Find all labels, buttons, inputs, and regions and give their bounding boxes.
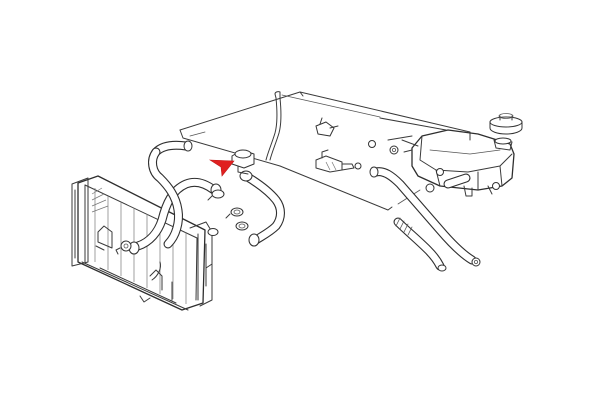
expansion-tank-cap	[489, 113, 523, 135]
thermostat-hose	[231, 149, 285, 247]
radiator	[71, 175, 213, 311]
hose-clamp	[225, 207, 244, 219]
hose-clamp	[207, 228, 219, 236]
hose-clamp	[207, 189, 225, 201]
heater-hose	[369, 166, 481, 267]
bracket-fitting	[315, 117, 339, 137]
hose-clamp	[115, 240, 132, 255]
bleed-line	[265, 91, 381, 161]
temperature-sensor	[315, 149, 362, 173]
upper-radiator-hose	[148, 140, 193, 249]
hose-clamp	[235, 221, 249, 231]
coolant-pipe	[393, 217, 447, 272]
overflow-hose	[443, 173, 471, 189]
small-fittings	[368, 140, 500, 193]
hose-clamps	[115, 189, 249, 255]
expansion-tank	[379, 117, 515, 197]
highlight-arrow-icon	[208, 159, 235, 177]
